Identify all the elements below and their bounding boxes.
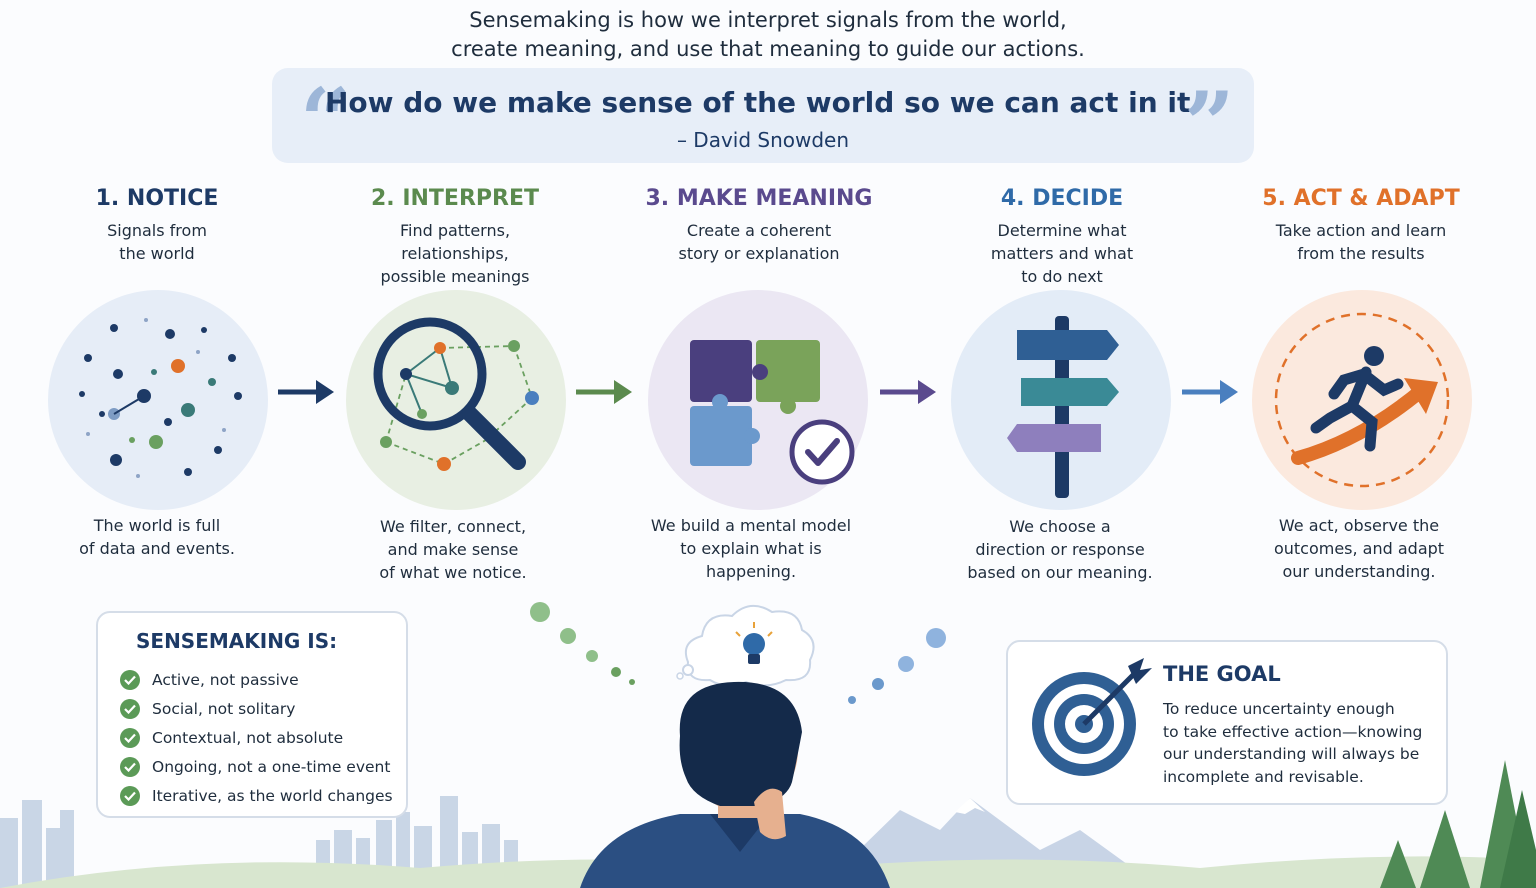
step-subtitle: Signals from the world (107, 221, 207, 263)
flow-arrow-3 (880, 378, 938, 406)
flow-arrow-4 (1182, 378, 1240, 406)
list-item: Contextual, not absolute (120, 723, 393, 752)
check-icon (120, 669, 140, 690)
goal-title: THE GOAL (1163, 662, 1281, 686)
intro-line-1: Sensemaking is how we interpret signals … (469, 8, 1067, 32)
sensemaking-is-title: SENSEMAKING IS: (136, 629, 338, 653)
goal-text: To reduce uncertainty enough to take eff… (1163, 700, 1423, 786)
step-interpret: 2. INTERPRET Find patterns, relationship… (320, 186, 590, 288)
step-title: 4. DECIDE (1000, 186, 1124, 211)
magnifier-network-icon (373, 317, 539, 471)
sensemaking-is-box: SENSEMAKING IS: Active, not passive Soci… (96, 611, 408, 818)
intro-line-2: create meaning, and use that meaning to … (451, 37, 1085, 61)
meaning-description: We build a mental model to explain what … (650, 516, 852, 581)
step-decide: 4. DECIDE Determine what matters and wha… (927, 186, 1197, 288)
check-icon (120, 756, 140, 777)
check-icon (120, 698, 140, 719)
signpost-icon (1007, 316, 1119, 498)
running-person-icon (1274, 312, 1450, 488)
list-item: Iterative, as the world changes (120, 781, 393, 810)
decide-description: We choose a direction or response based … (967, 517, 1153, 582)
step-title: 3. MAKE MEANING (645, 186, 873, 211)
act-circle (1252, 290, 1472, 510)
goal-box: THE GOAL To reduce uncertainty enough to… (1006, 640, 1448, 805)
check-icon (120, 785, 140, 806)
thinking-person-illustration (530, 602, 946, 888)
act-description: We act, observe the outcomes, and adapt … (1273, 516, 1445, 581)
intro-text: Sensemaking is how we interpret signals … (0, 6, 1536, 64)
step-make-meaning: 3. MAKE MEANING Create a coherent story … (624, 186, 894, 265)
scattered-dots-icon (79, 318, 242, 478)
quote-box: “ How do we make sense of the world so w… (272, 68, 1254, 172)
step-subtitle: Find patterns, relationships, possible m… (380, 221, 530, 286)
thought-dots (530, 602, 946, 704)
check-icon (120, 727, 140, 748)
notice-description: The world is full of data and events. (79, 516, 235, 558)
step-subtitle: Determine what matters and what to do ne… (990, 221, 1134, 286)
lightbulb-icon (735, 622, 773, 664)
quote-text: How do we make sense of the world so we … (324, 86, 1202, 119)
step-title: 2. INTERPRET (371, 186, 539, 211)
list-item: Social, not solitary (120, 694, 393, 723)
open-quote-icon: “ (300, 68, 351, 172)
puzzle-check-icon (690, 340, 855, 485)
step-subtitle: Take action and learn from the results (1275, 221, 1447, 263)
quote-author: – David Snowden (676, 128, 850, 152)
step-notice: 1. NOTICE Signals from the world (22, 186, 292, 265)
list-item: Active, not passive (120, 665, 393, 694)
step-title: 5. ACT & ADAPT (1262, 186, 1460, 211)
step-act-adapt: 5. ACT & ADAPT Take action and learn fro… (1226, 186, 1496, 265)
sensemaking-is-list: Active, not passive Social, not solitary… (120, 665, 393, 810)
interpret-description: We filter, connect, and make sense of wh… (379, 517, 527, 582)
step-subtitle: Create a coherent story or explanation (678, 221, 840, 263)
interpret-circle (346, 290, 566, 510)
close-quote-icon: ” (1184, 72, 1235, 176)
meaning-circle (648, 290, 868, 510)
list-item: Ongoing, not a one-time event (120, 752, 393, 781)
flow-arrow-1 (278, 378, 336, 406)
flow-arrow-2 (576, 378, 634, 406)
target-icon (1032, 658, 1152, 776)
notice-circle (48, 290, 268, 510)
step-title: 1. NOTICE (95, 186, 219, 211)
decide-circle (951, 290, 1171, 510)
